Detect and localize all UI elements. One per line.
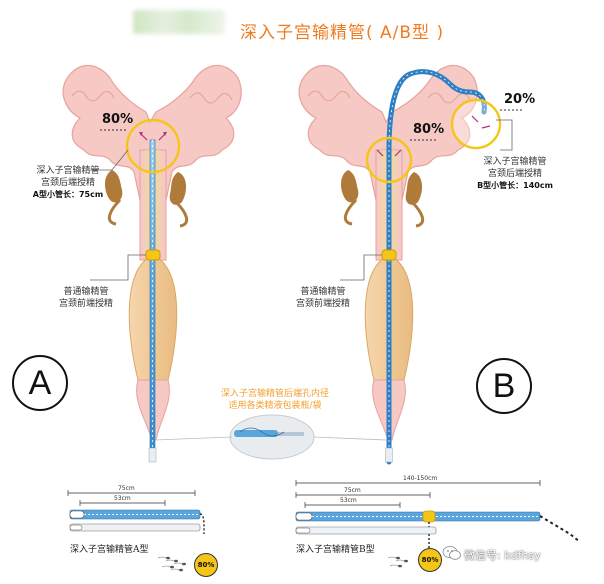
focus-circle-b-main — [365, 136, 413, 184]
label-normal-a: 普通输精管 宫颈前端授精 — [58, 287, 113, 309]
measure-a-outer: 75cm — [118, 485, 135, 492]
ring-b — [381, 249, 397, 261]
ovary-right-b — [405, 172, 423, 205]
focus-circle-b-tip — [450, 98, 502, 150]
focus-circle-a — [125, 118, 181, 174]
anatomy-b — [298, 64, 524, 465]
measure-b-total: 140-150cm — [403, 475, 438, 482]
tube-length-b: B型小管长：140cm — [477, 181, 553, 190]
badge-b: 80% — [418, 548, 442, 572]
percent-a: 80% — [102, 112, 134, 127]
label-normal-b: 普通输精管 宫颈前端授精 — [295, 287, 350, 309]
ovary-right-a — [169, 172, 187, 205]
tube-length-a: A型小管长：75cm — [32, 190, 104, 199]
tube-a-name: 深入子宫输精管A型 — [70, 545, 149, 555]
ring-a — [145, 249, 161, 261]
anatomy-a — [62, 64, 242, 463]
center-note: 深入子宫输精管后端孔内径 适用各类精液包装瓶/袋 — [220, 389, 329, 411]
percent-b-main: 80% — [413, 122, 445, 137]
page-title: 深入子宫输精管( A/B型 ) — [240, 23, 445, 43]
tube-schematic-a — [67, 490, 205, 572]
measure-b-outer: 75cm — [344, 487, 361, 494]
measure-b-inner: 53cm — [340, 497, 357, 504]
percent-b-tip: 20% — [504, 92, 536, 107]
blurred-logo — [133, 10, 225, 34]
letter-a: A — [12, 355, 68, 411]
wechat-icon — [442, 546, 461, 560]
tube-closeup — [154, 414, 387, 460]
badge-a: 80% — [194, 553, 218, 577]
label-deep-a: 深入子宫输精管 宫颈后端授精 A型小管长：75cm — [28, 165, 108, 201]
wechat-watermark: 微信号: kdfhsy — [464, 549, 541, 562]
label-deep-b: 深入子宫输精管 宫颈后端授精 B型小管长：140cm — [475, 156, 555, 192]
measure-a-inner: 53cm — [114, 495, 131, 502]
letter-b: B — [476, 358, 532, 414]
tube-schematic-b — [295, 480, 581, 568]
ovary-left-b — [341, 170, 359, 203]
tube-b-name: 深入子宫输精管B型 — [296, 545, 375, 555]
ovary-left-a — [105, 170, 123, 203]
